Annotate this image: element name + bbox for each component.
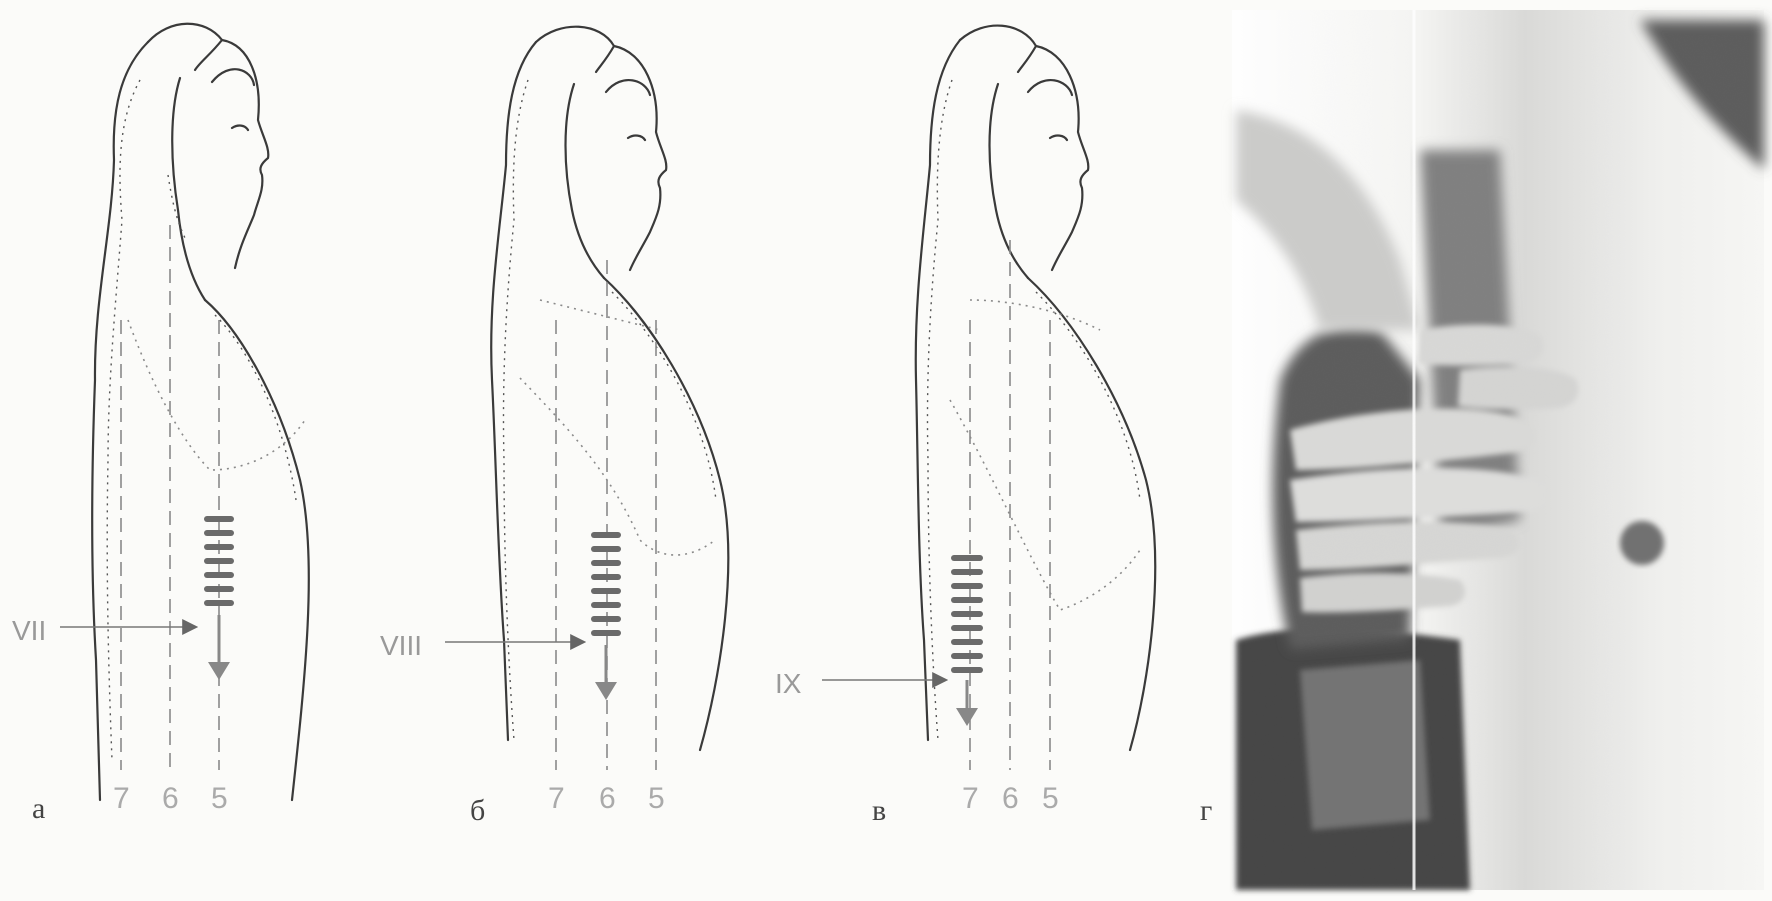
- panel-b: VIII 7 6 5 б: [380, 27, 728, 827]
- panel-c: IX 7 6 5 в: [775, 26, 1155, 827]
- panel-b-figure: [491, 27, 728, 770]
- panel-a: VII 7 6 5 а: [12, 24, 309, 825]
- panel-b-level-label: VIII: [380, 630, 422, 661]
- panel-a-figure: [92, 24, 309, 800]
- panel-a-level-arrow: VII: [12, 615, 195, 646]
- panel-c-line-number-7: 7: [962, 782, 979, 815]
- panel-b-line-number-6: 6: [599, 782, 616, 815]
- panel-b-spine-marks: [594, 535, 618, 633]
- panel-b-line-number-5: 5: [648, 782, 665, 815]
- panel-a-letter: а: [32, 792, 45, 825]
- panel-c-level-arrow: IX: [775, 668, 945, 699]
- panel-c-line-number-6: 6: [1002, 782, 1019, 815]
- panel-a-down-arrow-icon: [208, 615, 230, 680]
- panel-d-letter: г: [1200, 794, 1212, 827]
- panel-c-letter: в: [872, 794, 886, 827]
- panel-c-line-number-5: 5: [1042, 782, 1059, 815]
- panel-c-level-label: IX: [775, 668, 802, 699]
- panel-a-line-number-6: 6: [162, 782, 179, 815]
- panel-b-level-arrow: VIII: [380, 630, 583, 661]
- panel-b-letter: б: [470, 794, 485, 827]
- panel-a-line-number-5: 5: [211, 782, 228, 815]
- panel-a-line-number-7: 7: [113, 782, 130, 815]
- panel-c-down-arrow-icon: [956, 680, 978, 726]
- panel-b-line-number-7: 7: [548, 782, 565, 815]
- panel-b-down-arrow-icon: [595, 645, 617, 700]
- panel-a-level-label: VII: [12, 615, 46, 646]
- panel-d: г: [1200, 10, 1764, 890]
- panel-c-figure: [916, 26, 1155, 770]
- panel-d-photo: [1232, 10, 1764, 890]
- panel-c-spine-marks: [954, 558, 980, 670]
- panel-a-spine-marks: [207, 519, 231, 603]
